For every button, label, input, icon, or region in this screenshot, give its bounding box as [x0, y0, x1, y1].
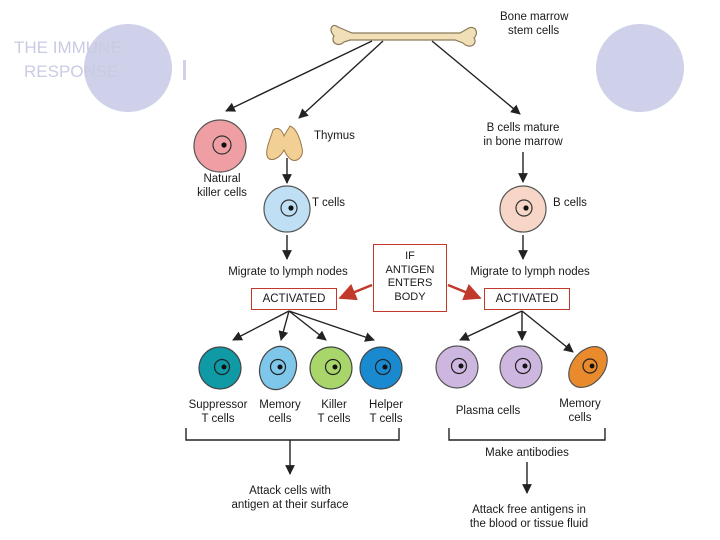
label-attack-cells-line-1: Attack cells with: [249, 485, 331, 497]
label-bone-marrow-line-2: stem cells: [508, 25, 560, 37]
decor-bar: [183, 60, 186, 80]
antigen-line-2: ANTIGEN: [385, 263, 435, 276]
label-attack-cells: Attack cells with antigen at their surfa…: [210, 484, 370, 512]
nk-cell: [193, 119, 247, 173]
label-bone-marrow: Bone marrow stem cells: [500, 10, 568, 38]
label-helper-t-line-2: T cells: [369, 413, 403, 425]
helper-t-cell: [359, 346, 403, 390]
title-line-2: RESPONSE: [24, 62, 119, 81]
label-attack-antigens-line-1: Attack free antigens in: [472, 504, 586, 516]
label-migrate-right: Migrate to lymph nodes: [470, 266, 590, 278]
plasma-cell-2: [499, 345, 543, 389]
activated-right-box: ACTIVATED: [484, 288, 570, 310]
bone-icon: [330, 24, 478, 47]
arrow-to-memory-b: [521, 310, 574, 353]
decor-circle-left: [84, 24, 172, 112]
arrow-bone-to-nk: [225, 40, 373, 112]
label-thymus: Thymus: [314, 130, 355, 142]
antigen-line-3: ENTERS: [387, 277, 433, 289]
suppressor-t-cell: [198, 346, 242, 390]
plasma-cell-1: [435, 345, 479, 389]
arrow-to-killer-t: [288, 310, 327, 341]
bracket-right: [448, 428, 606, 441]
label-bone-marrow-line-1: Bone marrow: [500, 11, 569, 23]
label-suppressor-line-1: Suppressor: [188, 399, 248, 411]
label-b-mature-line-1: B cells mature: [486, 122, 560, 134]
memory-b-cell: [568, 345, 608, 389]
label-memory-b: Memory cells: [552, 397, 608, 425]
label-attack-cells-line-2: antigen at their surface: [231, 499, 349, 511]
antigen-box: IF ANTIGEN ENTERS BODY: [373, 244, 447, 312]
arrow-to-plasma-a: [459, 310, 523, 341]
label-memory-b-line-1: Memory: [559, 398, 601, 410]
label-killer-t: Killer T cells: [306, 398, 362, 426]
label-memory-t-line-2: cells: [268, 413, 292, 425]
arrow-antigen-to-activated-right: [447, 283, 482, 301]
arrow-bone-to-thymus: [298, 40, 384, 119]
label-helper-t-line-1: Helper: [369, 399, 403, 411]
label-nk-line-1: Natural: [203, 173, 241, 185]
label-helper-t: Helper T cells: [358, 398, 414, 426]
killer-t-cell: [309, 346, 353, 390]
arrow-to-suppressor: [232, 310, 290, 341]
decor-circle-right: [596, 24, 684, 112]
label-b-mature-line-2: in bone marrow: [483, 136, 563, 148]
t-cell: [263, 185, 311, 233]
arrow-bone-to-bmature: [431, 40, 521, 115]
activated-left-box: ACTIVATED: [251, 288, 337, 310]
label-attack-antigens-line-2: the blood or tissue fluid: [469, 518, 589, 530]
label-killer-t-line-2: T cells: [317, 413, 351, 425]
slide-title: THE IMMUNE RESPONSE: [14, 36, 122, 84]
title-line-1: THE IMMUNE: [14, 38, 122, 57]
label-attack-antigens: Attack free antigens in the blood or tis…: [450, 503, 608, 531]
label-memory-t: Memory cells: [252, 398, 308, 426]
label-suppressor: Suppressor T cells: [182, 398, 254, 426]
label-t-cells: T cells: [312, 197, 346, 209]
label-memory-t-line-1: Memory: [259, 399, 301, 411]
thymus-icon: [266, 125, 303, 161]
label-b-cells: B cells: [553, 197, 587, 209]
label-b-mature: B cells mature in bone marrow: [470, 121, 576, 149]
label-plasma: Plasma cells: [455, 405, 521, 417]
label-make-antibodies: Make antibodies: [485, 447, 569, 459]
label-nk-line-2: killer cells: [197, 187, 247, 199]
label-nk-cells: Natural killer cells: [190, 172, 254, 200]
antigen-line-4: BODY: [394, 290, 426, 303]
arrow-antigen-to-activated-left: [338, 283, 373, 301]
antigen-line-1: IF: [405, 250, 415, 262]
label-memory-b-line-2: cells: [568, 412, 592, 424]
b-cell: [499, 185, 547, 233]
arrow-to-helper-t: [288, 310, 375, 342]
label-killer-t-line-1: Killer: [321, 399, 347, 411]
bracket-left: [185, 428, 400, 441]
arrow-to-memory-t: [278, 310, 290, 341]
label-migrate-left: Migrate to lymph nodes: [228, 266, 348, 278]
label-suppressor-line-2: T cells: [201, 413, 235, 425]
memory-t-cell: [258, 345, 298, 391]
